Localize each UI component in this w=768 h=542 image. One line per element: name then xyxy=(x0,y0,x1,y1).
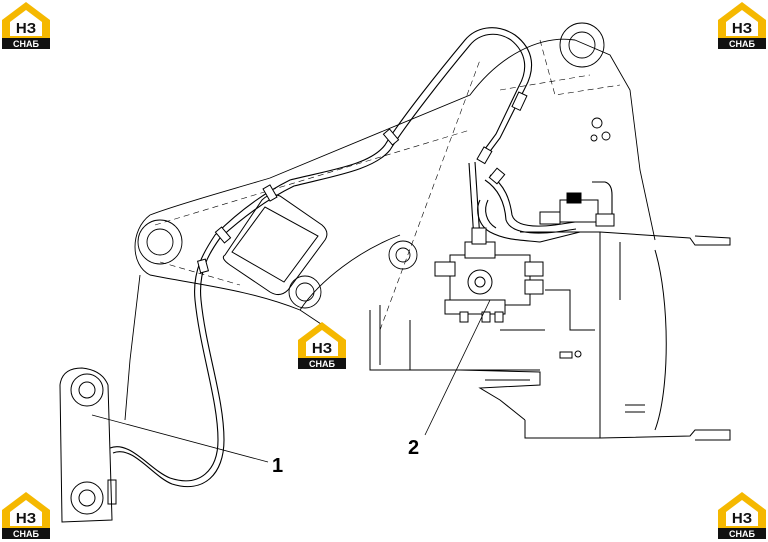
svg-text:СНАБ: СНАБ xyxy=(729,529,755,539)
link-plate xyxy=(59,367,117,523)
svg-text:НЗ: НЗ xyxy=(16,20,36,37)
svg-text:НЗ: НЗ xyxy=(16,510,36,527)
svg-text:НЗ: НЗ xyxy=(312,340,332,357)
hydraulic-hose-2 xyxy=(468,161,613,243)
boom-arm-outline xyxy=(124,22,656,421)
nz-snab-logo-bottom-left: НЗ СНАБ xyxy=(0,490,52,540)
svg-text:СНАБ: СНАБ xyxy=(13,529,39,539)
leader-lines xyxy=(91,299,491,463)
distributor-valve xyxy=(434,227,544,323)
hose-fittings xyxy=(196,91,528,274)
svg-text:СНАБ: СНАБ xyxy=(729,39,755,49)
nz-snab-logo-top-right: НЗ СНАБ xyxy=(716,0,768,50)
loader-frame xyxy=(369,231,731,441)
svg-text:СНАБ: СНАБ xyxy=(13,39,39,49)
callout-2: 2 xyxy=(408,437,420,459)
hydraulic-hose-1 xyxy=(109,27,533,488)
nz-snab-logo-bottom-right: НЗ СНАБ xyxy=(716,490,768,540)
svg-text:НЗ: НЗ xyxy=(732,20,752,37)
nz-snab-logo-top-left: НЗ СНАБ xyxy=(0,0,52,50)
svg-text:СНАБ: СНАБ xyxy=(309,359,335,369)
panel-rectangle xyxy=(222,194,328,296)
nz-snab-logo-center: НЗ СНАБ xyxy=(296,320,348,370)
dashed-outline xyxy=(154,39,621,331)
callout-1: 1 xyxy=(272,455,284,477)
svg-text:НЗ: НЗ xyxy=(732,510,752,527)
control-valve-block xyxy=(488,167,615,227)
